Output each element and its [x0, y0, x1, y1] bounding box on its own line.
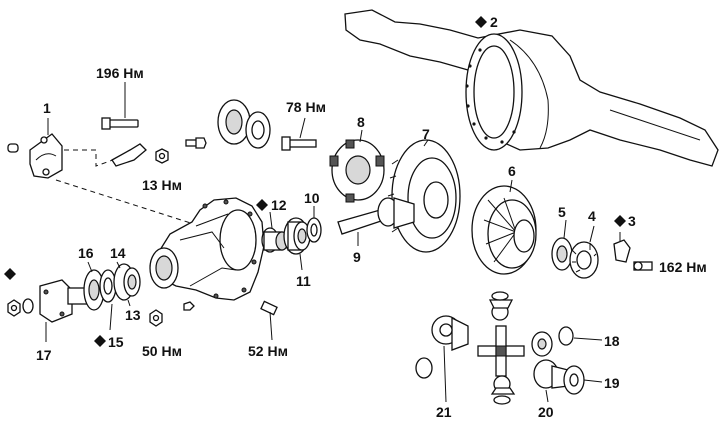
callout-1: 1 — [43, 100, 51, 116]
torque-162: 162 Нм — [659, 259, 707, 275]
axle-housing — [344, 9, 719, 167]
flange-washer — [22, 298, 34, 314]
oil-seal — [83, 269, 105, 311]
callout-11: 11 — [296, 273, 311, 289]
spacer-10 — [306, 217, 322, 243]
dowel-pin — [7, 143, 19, 153]
callout-8: 8 — [357, 114, 365, 130]
washer-small — [183, 301, 195, 311]
diamond-3 — [614, 215, 626, 227]
callout-18: 18 — [604, 333, 620, 349]
diamond-2 — [475, 16, 487, 28]
leader-21 — [443, 345, 447, 403]
side-gear-left — [431, 315, 469, 351]
leader-19 — [583, 379, 603, 383]
callout-10: 10 — [304, 190, 320, 206]
callout-9: 9 — [353, 249, 361, 265]
carrier-nut — [149, 309, 163, 327]
side-bearing-race-5 — [551, 237, 573, 271]
callout-13: 13 — [125, 307, 141, 323]
callout-21: 21 — [436, 404, 452, 420]
callout-17: 17 — [36, 347, 52, 363]
leader-78 — [299, 117, 306, 139]
side-bearing-left — [217, 99, 271, 149]
leader-13 — [127, 299, 131, 307]
leader-8 — [359, 129, 363, 143]
front-bearing — [113, 263, 141, 301]
leader-12 — [269, 211, 273, 229]
torque-196: 196 Нм — [96, 65, 144, 81]
small-bolt-head — [195, 137, 207, 149]
leader-15 — [109, 303, 113, 331]
callout-7: 7 — [422, 126, 430, 142]
bearing-cap-bolt — [633, 261, 653, 271]
pinion-shaft-cross — [477, 325, 525, 377]
spider-gear-right — [531, 331, 553, 357]
leader-11 — [299, 253, 303, 271]
differential-assembly — [471, 185, 537, 275]
ring-gear — [387, 139, 461, 253]
torque-78: 78 Нм — [286, 99, 326, 115]
leader-16 — [87, 261, 93, 273]
spider-gear-top — [488, 299, 514, 321]
differential-carrier — [149, 197, 265, 301]
ring-gear-bolt — [281, 136, 317, 151]
callout-3: 3 — [628, 213, 636, 229]
cap-bolt — [101, 117, 139, 130]
callout-19: 19 — [604, 375, 620, 391]
pinion-bearing-12 — [261, 227, 289, 253]
adjusting-lock — [613, 239, 631, 263]
callout-15: 15 — [108, 334, 124, 350]
spider-gear-bottom — [490, 375, 516, 395]
lock-nut — [155, 148, 169, 164]
bearing-cap — [29, 133, 63, 179]
thrust-washer-21 — [415, 357, 433, 379]
callout-14: 14 — [110, 245, 126, 261]
carrier-stud — [260, 300, 278, 341]
leader-5 — [563, 219, 567, 239]
leader-6 — [509, 179, 513, 193]
callout-5: 5 — [558, 204, 566, 220]
pinion-bearing-11 — [283, 217, 311, 255]
leader-18 — [573, 337, 603, 341]
diamond-left — [4, 268, 16, 280]
torque-13: 13 Нм — [142, 177, 182, 193]
leader-7 — [423, 139, 429, 147]
diamond-markers — [4, 16, 626, 347]
callout-6: 6 — [508, 163, 516, 179]
diamond-15 — [94, 335, 106, 347]
diamond-12 — [256, 199, 268, 211]
callout-16: 16 — [78, 245, 94, 261]
lock-plate — [111, 143, 147, 167]
callout-2: 2 — [490, 14, 498, 30]
leader-14 — [116, 261, 121, 269]
leader-4 — [589, 225, 595, 243]
thrust-washer-18 — [558, 326, 574, 346]
flange-nut — [7, 299, 21, 317]
callout-4: 4 — [588, 208, 596, 224]
differential-case — [329, 139, 385, 203]
dashed-leader-2 — [55, 179, 201, 227]
side-gear-washer-19 — [563, 365, 585, 395]
dashed-leader — [64, 149, 125, 167]
spider-washer-bottom — [493, 395, 511, 405]
torque-52: 52 Нм — [248, 343, 288, 359]
side-gear-right — [533, 359, 569, 389]
spider-washer-top — [491, 291, 509, 301]
side-bearing-4 — [569, 241, 599, 279]
callout-20: 20 — [538, 404, 554, 420]
leader-20 — [545, 389, 549, 403]
torque-50: 50 Нм — [142, 343, 182, 359]
callout-12: 12 — [271, 197, 287, 213]
drive-pinion — [337, 197, 415, 235]
